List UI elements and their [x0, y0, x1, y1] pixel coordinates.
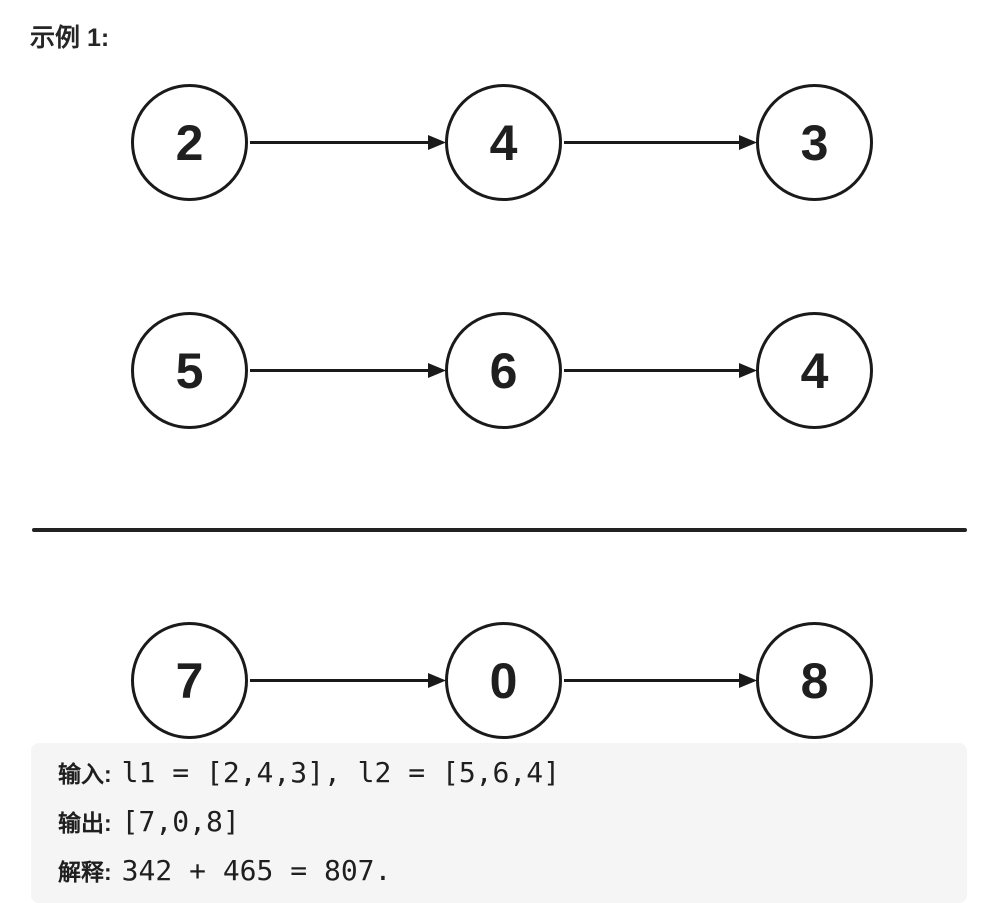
linked-list-l2: 5 6 4 — [0, 312, 988, 429]
linked-list-l1: 2 4 3 — [0, 84, 988, 201]
node-value: 4 — [489, 114, 518, 171]
node-value: 6 — [489, 342, 518, 399]
node-value: 5 — [175, 342, 204, 399]
node-value: 3 — [800, 114, 829, 171]
explanation-line: 解释: 342 + 465 = 807. — [58, 849, 967, 898]
node-value: 7 — [175, 652, 204, 709]
list-node: 4 — [445, 84, 562, 201]
node-value: 2 — [175, 114, 204, 171]
arrow-head-icon — [739, 135, 757, 150]
output-line: 输出: [7,0,8] — [58, 800, 967, 849]
list-node: 3 — [756, 84, 873, 201]
list-node: 5 — [131, 312, 248, 429]
arrow-head-icon — [739, 363, 757, 378]
input-label: 输入: — [58, 761, 112, 787]
arrow-head-icon — [739, 673, 757, 688]
output-label: 输出: — [58, 810, 112, 836]
arrow-connectors — [250, 363, 757, 378]
list-node: 7 — [131, 622, 248, 739]
example-io-block: 输入: l1 = [2,4,3], l2 = [5,6,4] 输出: [7,0,8]… — [31, 743, 967, 903]
node-value: 4 — [800, 342, 829, 399]
arrow-connectors — [250, 135, 757, 150]
input-line: 输入: l1 = [2,4,3], l2 = [5,6,4] — [58, 751, 967, 800]
arrow-head-icon — [428, 135, 446, 150]
divider-line — [32, 528, 967, 532]
list-node: 4 — [756, 312, 873, 429]
arrow-head-icon — [428, 673, 446, 688]
list-node: 0 — [445, 622, 562, 739]
list-node: 2 — [131, 84, 248, 201]
linked-list-result: 7 0 8 — [0, 622, 988, 739]
explanation-label: 解释: — [58, 859, 112, 885]
explanation-value: 342 + 465 = 807. — [121, 854, 392, 887]
example-title: 示例 1: — [30, 24, 110, 52]
node-value: 8 — [800, 652, 829, 709]
list-node: 8 — [756, 622, 873, 739]
input-value: l1 = [2,4,3], l2 = [5,6,4] — [121, 756, 560, 789]
list-node: 6 — [445, 312, 562, 429]
node-value: 0 — [489, 652, 518, 709]
arrow-head-icon — [428, 363, 446, 378]
output-value: [7,0,8] — [121, 805, 240, 838]
arrow-connectors — [250, 673, 757, 688]
